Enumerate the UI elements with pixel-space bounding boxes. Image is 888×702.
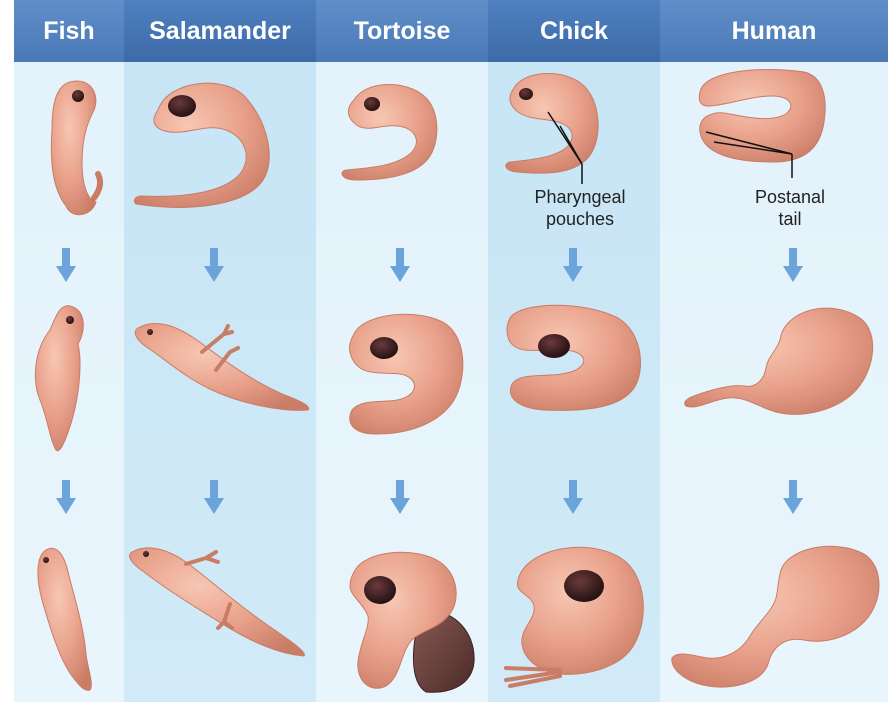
arrow-down-icon [56,248,76,284]
eye-icon [370,337,398,359]
arrow-down-icon [204,480,224,516]
chick-embryo-late [500,540,650,696]
postanal-tail-label: Postanal tail [740,186,840,230]
human-embryo-late [664,540,886,696]
chick-embryo-middle [500,300,650,418]
fish-embryo-middle [26,300,96,460]
eye-icon [564,570,604,602]
eye-icon [147,329,153,335]
tortoise-embryo-middle [342,306,472,442]
column-header-fish: Fish [14,0,124,62]
eye-icon [364,576,396,604]
eye-icon [43,557,49,563]
salamander-embryo-late [126,540,312,660]
arrow-down-icon [56,480,76,516]
eye-icon [364,97,380,111]
postanal-tail-leader-lines [700,126,810,186]
salamander-embryo-middle [132,318,314,413]
eye-icon [168,95,196,117]
arrow-down-icon [563,248,583,284]
arrow-down-icon [204,248,224,284]
eye-icon [143,551,149,557]
fish-embryo-late [28,544,98,696]
column-header-human: Human [660,0,888,62]
tortoise-embryo-late [340,546,480,696]
eye-icon [538,334,570,358]
arrow-down-icon [783,480,803,516]
eye-icon [72,90,84,102]
arrow-down-icon [783,248,803,284]
human-embryo-middle [680,300,880,428]
tortoise-embryo-early [336,76,461,186]
eye-icon [66,316,74,324]
pharyngeal-pouches-label: Pharyngeal pouches [520,186,640,230]
arrow-down-icon [563,480,583,516]
fish-embryo-early [30,70,110,225]
column-header-salamander: Salamander [124,0,316,62]
column-header-tortoise: Tortoise [316,0,488,62]
arrow-down-icon [390,480,410,516]
column-header-chick: Chick [488,0,660,62]
pharyngeal-pouches-leader-lines [500,80,600,190]
salamander-embryo-early [128,72,313,222]
arrow-down-icon [390,248,410,284]
